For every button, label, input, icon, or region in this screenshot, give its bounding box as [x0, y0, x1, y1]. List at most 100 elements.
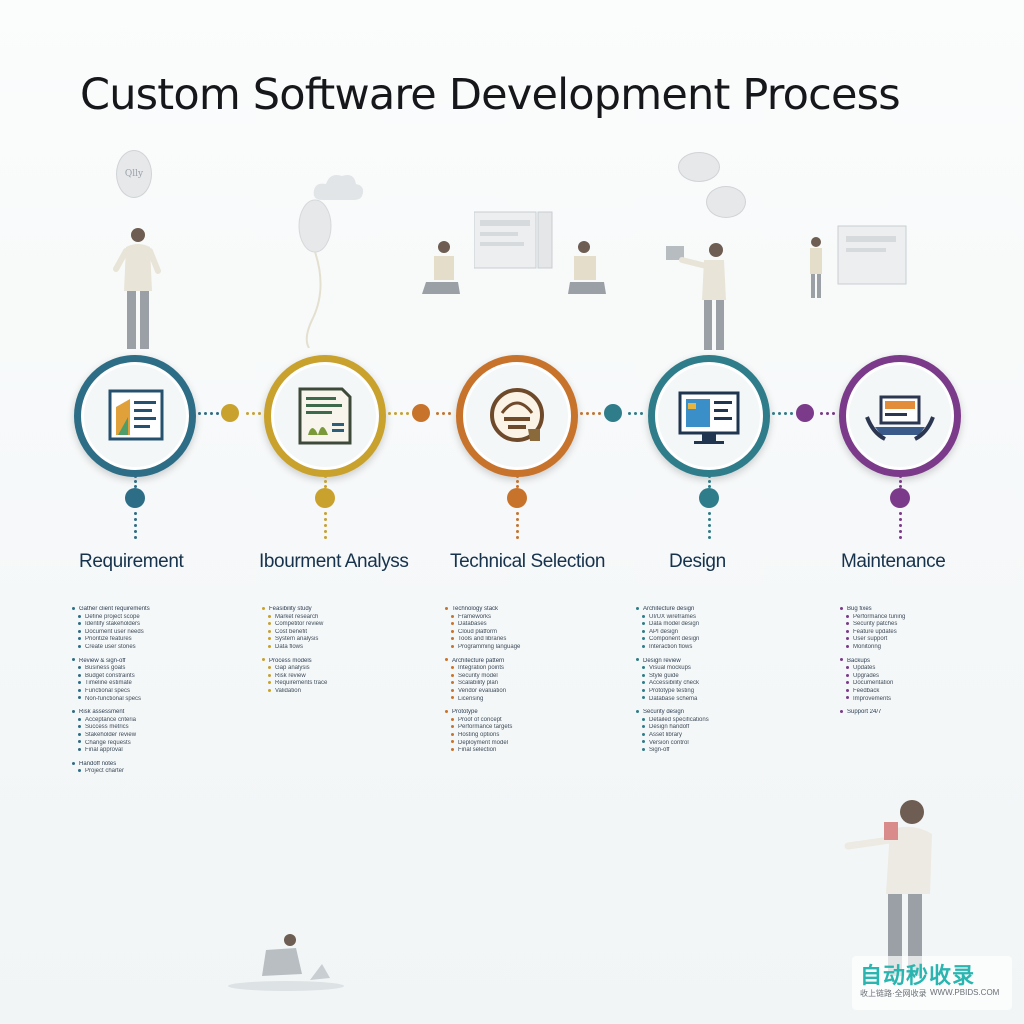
connector-line-dot: [826, 412, 829, 415]
detail-text: Design handoff: [649, 724, 690, 731]
bullet-icon: [451, 681, 454, 685]
bullet-icon: [642, 748, 645, 752]
connector-line-dot: [580, 412, 583, 415]
detail-text: Data model design: [649, 621, 700, 628]
bullet-icon: [846, 614, 849, 618]
drop-line-dot: [899, 524, 902, 527]
stage-marker-dot: [315, 488, 335, 508]
stage-marker-dot: [699, 488, 719, 508]
detail-text: Technology stack: [452, 606, 499, 612]
detail-text: Non-functional specs: [85, 695, 142, 702]
drop-line-dot: [899, 536, 902, 539]
bullet-icon: [451, 717, 454, 721]
detail-item: Frameworks: [445, 614, 615, 622]
bullet-icon: [642, 644, 645, 648]
detail-text: Frameworks: [458, 613, 492, 620]
bullet-icon: [445, 658, 448, 662]
drop-line-dot: [134, 475, 137, 478]
drop-line-dot: [134, 518, 137, 521]
detail-item: Backups: [840, 658, 1010, 666]
balloon-icon: [295, 198, 335, 353]
bullet-icon: [642, 732, 645, 736]
connector-line-dot: [778, 412, 781, 415]
drop-line-dot: [324, 518, 327, 521]
detail-text: System analysis: [275, 636, 319, 643]
detail-item: Architecture pattern: [445, 658, 615, 666]
detail-text: Change requests: [85, 739, 131, 746]
drop-line-dot: [708, 470, 711, 473]
detail-text: Final approval: [85, 747, 123, 754]
detail-text: Identify stakeholders: [85, 621, 141, 628]
detail-item: Feedback: [840, 688, 1010, 696]
detail-text: Upgrades: [853, 672, 880, 679]
detail-item: Deployment model: [445, 740, 615, 748]
bullet-icon: [846, 696, 849, 700]
drop-line-dot: [516, 485, 519, 488]
stage-label: Maintenance: [841, 551, 946, 572]
detail-text: Acceptance criteria: [85, 716, 137, 723]
detail-item: Improvements: [840, 696, 1010, 704]
drop-line-dot: [324, 536, 327, 539]
drop-line-dot: [899, 512, 902, 515]
detail-item: Version control: [636, 740, 806, 748]
bullet-icon: [78, 673, 81, 677]
monitor-design-icon: [670, 377, 748, 455]
bullet-icon: [846, 644, 849, 648]
detail-text: Architecture design: [643, 606, 695, 612]
connector-line-dot: [442, 412, 445, 415]
connector-line-dot: [258, 412, 261, 415]
connector-line-dot: [394, 412, 397, 415]
detail-text: API design: [649, 628, 679, 635]
connector-line-dot: [598, 412, 601, 415]
connector-line-dot: [628, 412, 631, 415]
bullet-icon: [642, 629, 645, 633]
woman-figure: [824, 790, 940, 985]
detail-text: Prototype: [452, 709, 478, 716]
detail-item: Interaction flows: [636, 644, 806, 652]
drop-line-dot: [899, 480, 902, 483]
bullet-icon: [451, 740, 454, 744]
drop-line-dot: [134, 524, 137, 527]
bullet-icon: [78, 725, 81, 729]
detail-item: Prototype: [445, 709, 615, 717]
connector-dot: [221, 404, 239, 422]
detail-item: Integration points: [445, 665, 615, 673]
detail-item: Validation: [262, 688, 432, 696]
connector-line-dot: [592, 412, 595, 415]
detail-text: User support: [853, 636, 888, 643]
sitting-person-left: [418, 238, 462, 303]
bullet-icon: [642, 666, 645, 670]
bullet-icon: [268, 629, 271, 633]
detail-item: Create user stories: [72, 644, 242, 652]
detail-item: Sign-off: [636, 747, 806, 755]
bullet-icon: [642, 725, 645, 729]
detail-text: Gap analysis: [275, 665, 310, 672]
connector-line-dot: [820, 412, 823, 415]
drop-line-dot: [324, 530, 327, 533]
bullet-icon: [72, 761, 75, 765]
detail-item: Budget constraints: [72, 673, 242, 681]
bullet-icon: [840, 658, 843, 662]
detail-text: Validation: [275, 687, 301, 694]
bullet-icon: [642, 673, 645, 677]
detail-text: Review & sign-off: [79, 657, 126, 664]
detail-text: Component design: [649, 636, 700, 643]
detail-text: Project charter: [85, 768, 125, 775]
laptop-person-figure: [226, 928, 346, 997]
connector-line-dot: [198, 412, 201, 415]
drop-line-dot: [324, 485, 327, 488]
sitting-person-right: [566, 238, 610, 303]
detail-item: Data flows: [262, 644, 432, 652]
detail-item: Prototype testing: [636, 688, 806, 696]
drop-line-dot: [134, 530, 137, 533]
detail-text: Feature updates: [853, 628, 897, 635]
drop-line-dot: [899, 518, 902, 521]
detail-text: Documentation: [853, 680, 894, 687]
bullet-icon: [451, 629, 454, 633]
connector-line-dot: [640, 412, 643, 415]
bullet-icon: [268, 681, 271, 685]
bullet-icon: [840, 606, 843, 610]
detail-item: Cloud platform: [445, 629, 615, 637]
